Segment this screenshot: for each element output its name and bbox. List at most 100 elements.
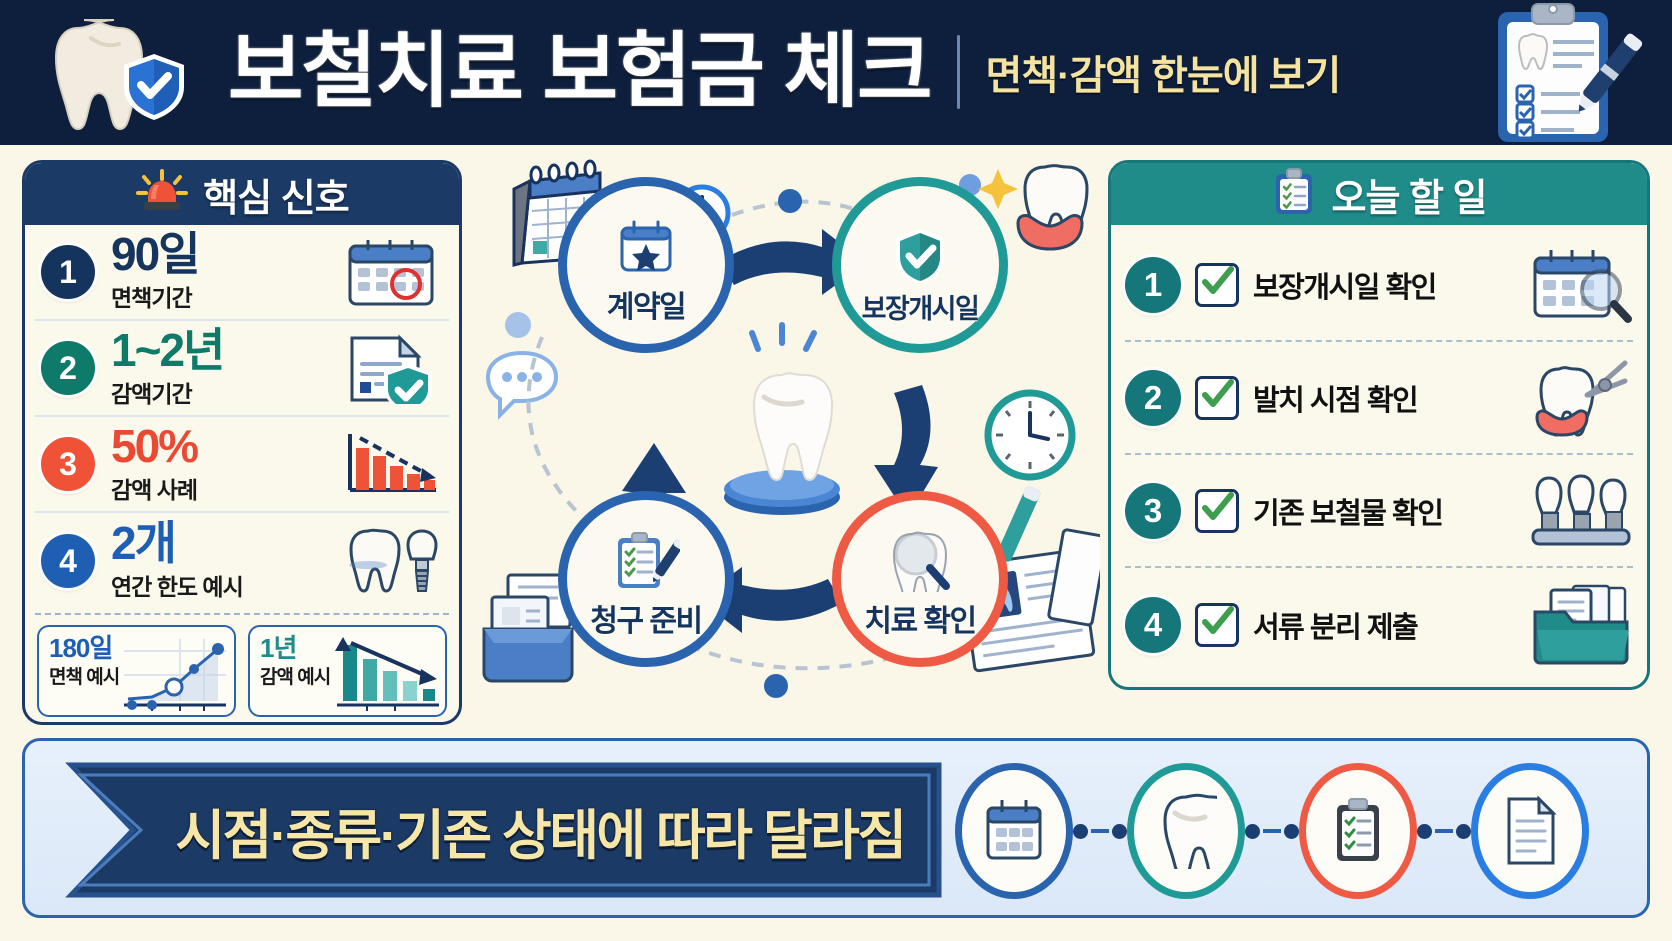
key-signals-header: 핵심 신호: [25, 163, 459, 225]
item-number-badge: 3: [1125, 482, 1181, 539]
speech-bubble-icon: [485, 350, 559, 420]
item-value: 50%: [111, 420, 199, 472]
checkbox[interactable]: [1195, 375, 1239, 420]
item-label: 서류 분리 제출: [1253, 611, 1419, 644]
list-item[interactable]: 4 2개 연간 한도 예시: [35, 513, 449, 609]
cycle-node-label: 청구 준비: [590, 605, 703, 638]
panel-divider: [35, 613, 449, 615]
item-label: 면책기간: [111, 285, 193, 311]
key-signals-panel: 핵심 신호 1 90일 면책기간: [22, 160, 462, 725]
calendar-magnifier-icon: [1529, 244, 1633, 326]
process-cycle-diagram: 계약일 보장개시일 치료 확인: [470, 145, 1100, 725]
page-subtitle: 면책·감액 한눈에 보기: [985, 54, 1342, 98]
rising-line-chart-icon: [118, 633, 230, 715]
shield-check-icon: [896, 229, 944, 283]
cycle-node-label: 계약일: [606, 291, 687, 324]
dental-bridge-icon: [1529, 470, 1633, 552]
tooth-extraction-icon: [1529, 357, 1633, 439]
chain-connector: [1245, 823, 1299, 839]
declining-teal-bar-chart-icon: [333, 633, 441, 715]
summary-ribbon: 시점·종류·기존 상태에 따라 달라짐: [65, 759, 942, 901]
list-item[interactable]: 2 발치 시점 확인: [1125, 342, 1633, 455]
checkbox[interactable]: [1195, 602, 1239, 647]
tooth-icon: [1163, 793, 1217, 869]
item-number-badge: 4: [1125, 596, 1181, 653]
todo-list: 1 보장개시일 확인: [1111, 225, 1647, 681]
chain-connector: [1417, 823, 1471, 839]
list-item[interactable]: 2 1~2년 감액기간: [35, 321, 449, 417]
todo-panel: 오늘 할 일 1 보장개시일 확인: [1108, 160, 1650, 690]
example-card-reduction[interactable]: 1년 감액 예시: [248, 625, 447, 717]
bottom-banner: 시점·종류·기존 상태에 따라 달라짐: [22, 738, 1650, 918]
cycle-node-label: 치료 확인: [864, 605, 977, 638]
cycle-node-claim-prep[interactable]: 청구 준비: [558, 491, 734, 667]
chain-node-calendar[interactable]: [955, 763, 1073, 899]
chain-node-tooth[interactable]: [1127, 763, 1245, 899]
chain-node-clipboard[interactable]: [1299, 763, 1417, 899]
tooth-shield-icon: [36, 12, 196, 137]
card-label: 면책 예시: [49, 667, 120, 688]
siren-icon: [135, 168, 189, 220]
declining-bar-chart-icon: [338, 428, 443, 500]
chain-node-document[interactable]: [1471, 763, 1589, 899]
card-value: 1년: [260, 633, 297, 663]
list-item[interactable]: 4 서류 분리 제출: [1125, 568, 1633, 681]
card-label: 감액 예시: [260, 667, 331, 688]
page-title: 보철치료 보험금 체크: [228, 26, 933, 117]
list-item[interactable]: 3 기존 보철물 확인: [1125, 455, 1633, 568]
key-signals-list: 1 90일 면책기간: [25, 225, 459, 609]
item-text: 90일 면책기간: [95, 231, 338, 313]
cycle-node-coverage-start[interactable]: 보장개시일: [832, 177, 1008, 353]
item-label: 기존 보철물 확인: [1253, 497, 1444, 530]
cycle-node-treatment-check[interactable]: 치료 확인: [832, 491, 1008, 667]
clipboard-pen-icon: [618, 532, 680, 588]
cycle-node-contract-date[interactable]: 계약일: [558, 177, 734, 353]
page-header: 보철치료 보험금 체크 면책·감액 한눈에 보기: [0, 0, 1672, 145]
calendar-star-icon: [620, 220, 672, 272]
tooth-implant-icon: [338, 525, 443, 597]
item-text: 2개 연간 한도 예시: [95, 520, 338, 602]
item-number-badge: 1: [1125, 256, 1181, 313]
document-shield-icon: [338, 332, 443, 413]
summary-text: 시점·종류·기존 상태에 따라 달라짐: [175, 805, 908, 866]
todo-title: 오늘 할 일: [1331, 177, 1488, 220]
title-divider: [956, 35, 960, 109]
item-text: 50% 감액 사례: [95, 423, 338, 505]
item-label: 보장개시일 확인: [1253, 271, 1437, 304]
item-value: 2개: [111, 517, 177, 569]
clipboard-check-icon: [1337, 798, 1379, 861]
item-label: 발치 시점 확인: [1253, 384, 1419, 417]
item-label: 감액 사례: [111, 477, 198, 503]
checkbox[interactable]: [1195, 262, 1239, 307]
item-number-badge: 2: [1125, 369, 1181, 426]
clipboard-pen-icon: [1450, 0, 1650, 145]
item-number-badge: 3: [41, 437, 95, 491]
item-value: 1~2년: [111, 324, 225, 376]
checkbox[interactable]: [1195, 488, 1239, 533]
wall-clock-icon: [984, 389, 1076, 481]
list-item[interactable]: 1 90일 면책기간: [35, 225, 449, 321]
chain-connector: [1073, 823, 1127, 839]
document-icon: [1507, 795, 1557, 865]
key-signals-title: 핵심 신호: [203, 177, 349, 220]
item-number-badge: 1: [41, 245, 95, 299]
item-number-badge: 4: [41, 534, 95, 588]
card-value: 180일: [49, 633, 113, 663]
item-value: 90일: [111, 228, 201, 280]
example-card-exemption[interactable]: 180일 면책 예시: [37, 625, 236, 717]
list-item[interactable]: 3 50% 감액 사례: [35, 417, 449, 513]
list-item[interactable]: 1 보장개시일 확인: [1125, 229, 1633, 342]
icon-chain: [955, 763, 1589, 899]
tooth-gum-icon: [1016, 164, 1089, 251]
tooth-pedestal-icon: [724, 322, 840, 515]
cycle-node-label: 보장개시일: [861, 294, 980, 324]
item-number-badge: 2: [41, 341, 95, 395]
item-text: 1~2년 감액기간: [95, 327, 338, 409]
item-label: 감액기간: [111, 381, 193, 407]
calendar-circle-icon: [338, 236, 443, 308]
header-title-group: 보철치료 보험금 체크 면책·감액 한눈에 보기: [228, 16, 1342, 128]
example-cards: 180일 면책 예시: [25, 615, 459, 717]
document-folder-icon: [1529, 584, 1633, 666]
item-label: 연간 한도 예시: [111, 574, 244, 600]
